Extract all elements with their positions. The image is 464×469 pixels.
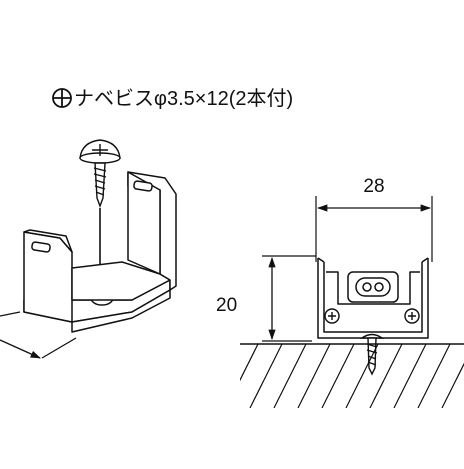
width-dimension: 28 <box>315 176 433 262</box>
bracket-perspective <box>23 171 177 333</box>
screw-spec-label: ナベビスφ3.5×12(2本付) <box>52 87 293 110</box>
screw <box>79 139 121 208</box>
phillips-head-icon <box>52 88 72 108</box>
section-screws <box>324 308 420 376</box>
depth-dimension <box>0 311 77 359</box>
screw-spec-text: ナベビスφ3.5×12(2本付) <box>74 87 293 110</box>
channel-section <box>317 257 429 339</box>
height-value: 20 <box>216 295 237 316</box>
mounting-surface <box>240 343 464 408</box>
left-slot <box>31 241 51 253</box>
right-slot <box>133 180 153 192</box>
height-dimension: 20 <box>216 255 316 342</box>
width-value: 28 <box>363 176 384 197</box>
